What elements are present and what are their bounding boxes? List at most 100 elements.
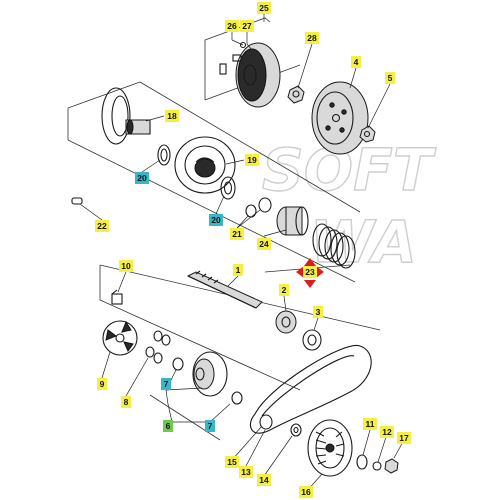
callout-c18: 18 <box>165 110 179 122</box>
movable-drive-face-6 <box>192 351 228 397</box>
callout-number: 14 <box>259 475 269 485</box>
leader-lines <box>79 14 405 493</box>
callout-number: 18 <box>167 111 177 121</box>
callout-badge <box>163 420 173 432</box>
callout-number: 23 <box>305 267 315 277</box>
callout-c11: 11 <box>363 418 377 430</box>
callout-c4: 4 <box>351 56 361 68</box>
callout-number: 20 <box>137 173 147 183</box>
bearing-2 <box>275 310 297 334</box>
collar-7-upper <box>172 357 184 371</box>
nut-17 <box>384 458 399 474</box>
callout-badge <box>97 378 107 390</box>
callout-number: 10 <box>121 261 131 271</box>
nut-28 <box>287 85 305 104</box>
clutch-carrier <box>219 41 281 108</box>
callout-badge <box>95 220 109 232</box>
slider-piece-10 <box>111 289 123 305</box>
callout-badge <box>240 20 254 32</box>
callout-number: 24 <box>259 239 269 249</box>
callout-c25: 25 <box>257 2 271 14</box>
callout-number: 26 <box>227 21 237 31</box>
callout-badge <box>257 474 271 486</box>
callout-c21: 21 <box>230 228 244 240</box>
callout-c27: 27 <box>240 20 254 32</box>
fixed-sheave-18 <box>101 87 151 145</box>
callout-badge <box>205 420 215 432</box>
callout-number: 7 <box>208 421 213 431</box>
collar-24 <box>276 206 309 236</box>
callout-number: 13 <box>241 467 251 477</box>
callout-badge <box>230 228 244 240</box>
callout-number: 25 <box>259 3 269 13</box>
callout-c28: 28 <box>305 32 319 44</box>
callout-number: 20 <box>211 215 221 225</box>
callout-badge <box>225 456 239 468</box>
callout-badge <box>119 260 133 272</box>
callout-badge <box>233 264 243 276</box>
callout-number: 19 <box>247 155 257 165</box>
callout-number: 27 <box>242 21 252 31</box>
callout-number: 17 <box>399 433 409 443</box>
callout-badge <box>397 432 411 444</box>
washer-14 <box>290 423 302 437</box>
callout-number: 6 <box>166 421 171 431</box>
callout-number: 21 <box>232 229 242 239</box>
callout-c2: 2 <box>279 284 289 296</box>
callout-c12: 12 <box>380 426 394 438</box>
callout-number: 2 <box>282 285 287 295</box>
callout-c9: 9 <box>97 378 107 390</box>
callout-c15: 15 <box>225 456 239 468</box>
callout-number: 22 <box>97 221 107 231</box>
callout-number: 16 <box>301 487 311 497</box>
callout-badge <box>305 32 319 44</box>
collar-7-lower <box>231 391 243 405</box>
ramp-plate-9 <box>102 320 138 356</box>
callout-c14: 14 <box>257 474 271 486</box>
callout-number: 9 <box>100 379 105 389</box>
washer-3 <box>302 329 322 351</box>
drive-shaft-1 <box>186 270 263 309</box>
callout-badge <box>313 306 323 318</box>
callout-badge <box>257 238 271 250</box>
arrow-left-icon <box>296 266 304 278</box>
callout-number: 15 <box>227 457 237 467</box>
assembly-direction-arrows <box>296 258 324 288</box>
callout-number: 8 <box>124 397 129 407</box>
callout-c3: 3 <box>313 306 323 318</box>
callout-number: 11 <box>366 419 375 429</box>
callout-badge <box>209 214 223 226</box>
callout-c26: 26 <box>225 20 239 32</box>
spacer-13 <box>259 414 273 430</box>
arrow-up-icon <box>304 258 316 266</box>
callout-c8: 8 <box>121 396 131 408</box>
callout-badge <box>245 154 259 166</box>
callout-number: 1 <box>236 265 241 275</box>
callout-c20a: 20 <box>135 172 149 184</box>
callout-badge <box>161 378 171 390</box>
pin-22 <box>71 197 83 205</box>
washer-11 <box>356 454 368 470</box>
callout-number: 3 <box>316 307 321 317</box>
callout-number: 28 <box>307 33 317 43</box>
fixed-drive-face-16 <box>307 419 353 477</box>
callout-c19: 19 <box>245 154 259 166</box>
washer-12 <box>372 461 382 471</box>
callout-c16: 16 <box>299 486 313 498</box>
callout-badge <box>351 56 361 68</box>
sliding-sheave-19 <box>174 136 236 194</box>
callout-badge <box>303 266 317 278</box>
callout-c7a: 7 <box>161 378 171 390</box>
weight-rollers-8 <box>145 330 171 364</box>
callout-badge <box>385 72 395 84</box>
callout-badge <box>135 172 149 184</box>
callout-number: 7 <box>164 379 169 389</box>
callout-c6: 6 <box>163 420 173 432</box>
clutch-bell-4 <box>311 81 369 155</box>
callout-c17: 17 <box>397 432 411 444</box>
callout-c5: 5 <box>385 72 395 84</box>
arrow-down-icon <box>304 280 316 288</box>
callout-c1: 1 <box>233 264 243 276</box>
